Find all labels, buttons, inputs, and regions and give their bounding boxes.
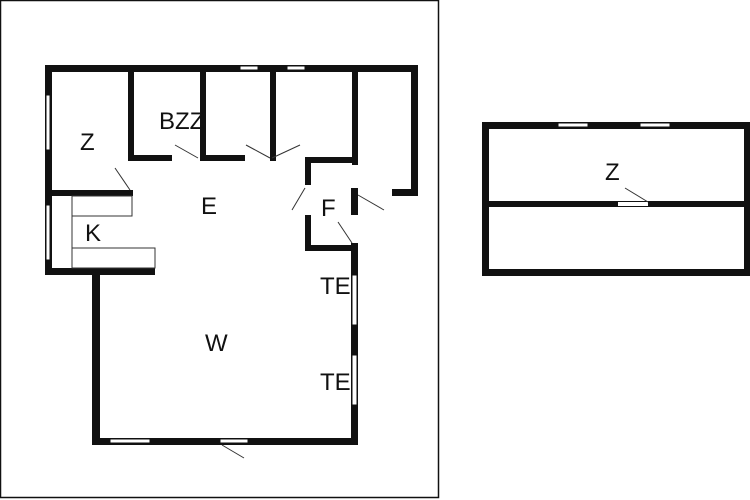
ground-floor-frame [0,0,440,499]
kitchen-counters [71,195,156,269]
upper-floor-walls [482,122,750,276]
room-label-bathroom: BZZ [159,108,204,135]
room-label-kitchen: K [85,220,101,247]
room-label-storage: F [321,195,336,222]
room-label-living: W [205,330,228,357]
ground-floor-windows [45,65,358,444]
room-label-hall: E [201,193,217,220]
room-label-terrace-door-2: TE [320,369,351,396]
room-label-terrace-door-1: TE [320,273,351,300]
room-label-bedroom: Z [80,129,95,156]
room-label-bedroom-upper: Z [605,159,620,186]
door-swings [114,144,385,459]
